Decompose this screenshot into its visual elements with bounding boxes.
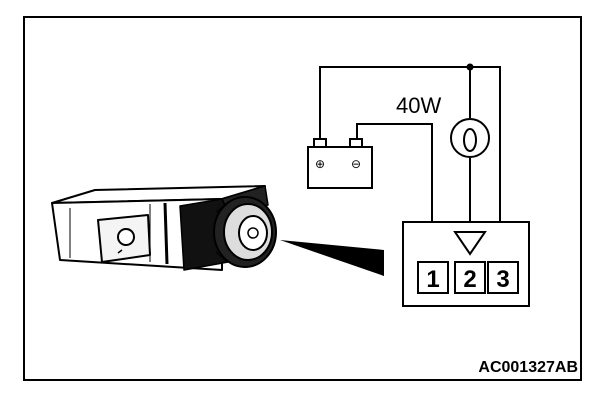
connector-pin-3: 3 bbox=[496, 266, 509, 293]
lamp-icon bbox=[450, 118, 490, 158]
lamp-rating-label: 40W bbox=[396, 93, 441, 118]
connector-pin-2: 2 bbox=[463, 266, 476, 293]
battery-positive-symbol: ⊕ bbox=[315, 157, 325, 171]
connector bbox=[402, 221, 530, 307]
connector-pin-1: 1 bbox=[426, 266, 439, 293]
relay-module-icon bbox=[51, 185, 277, 271]
figure-frame bbox=[23, 16, 582, 381]
pointer-wedge bbox=[280, 240, 384, 276]
battery-negative-symbol: ⊖ bbox=[351, 157, 361, 171]
wires bbox=[319, 63, 501, 262]
battery-icon bbox=[307, 138, 373, 189]
figure-code: AC001327AB bbox=[478, 359, 578, 376]
